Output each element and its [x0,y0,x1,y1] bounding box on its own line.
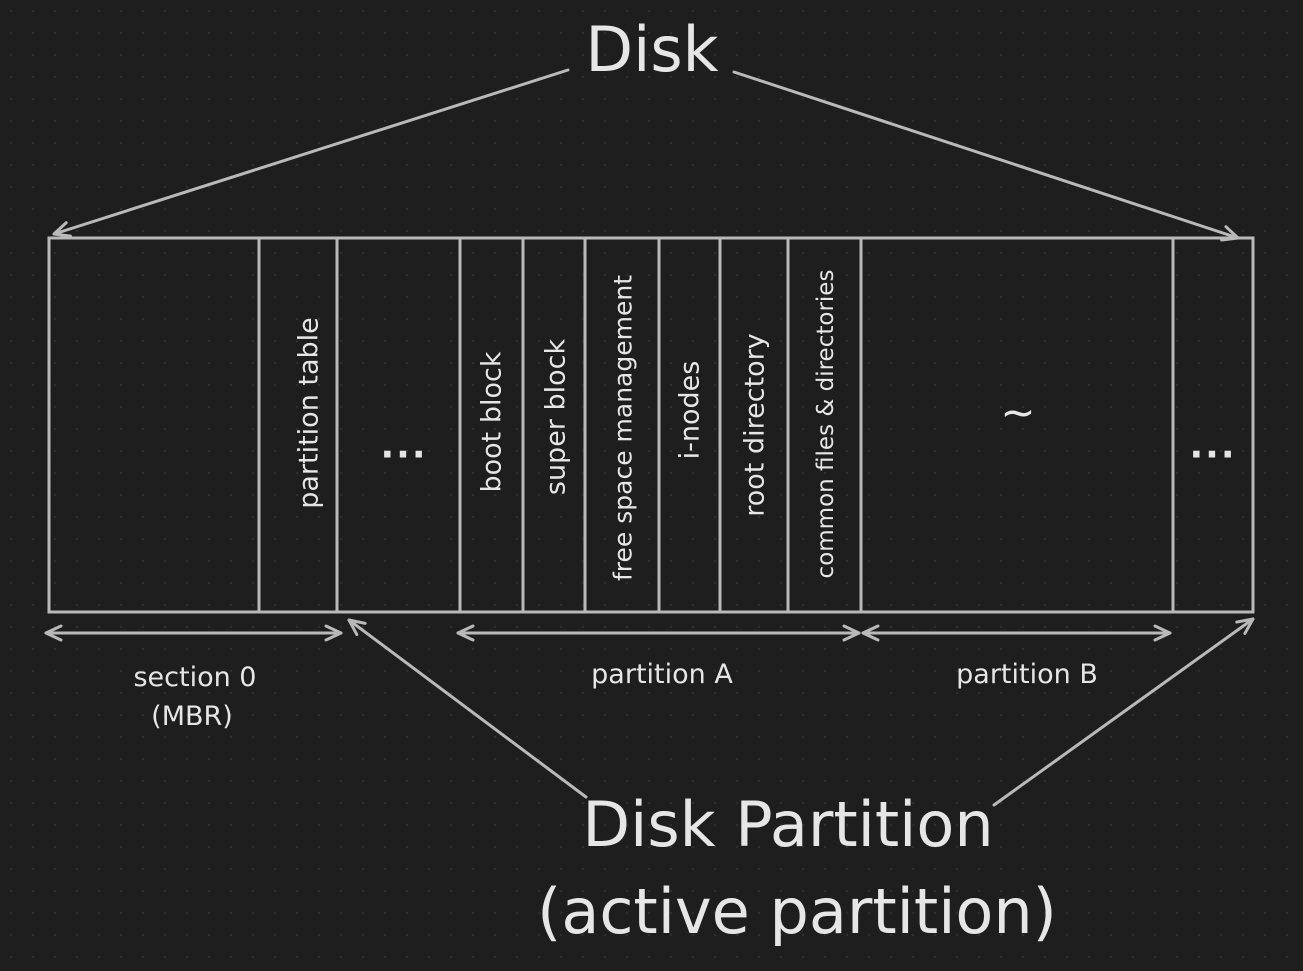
cell-free-space-management: free space management [609,275,638,581]
disk-partition-title: Disk Partition [582,788,993,861]
cell-common-files-directories: common files & directories [813,270,839,579]
disk-bar [47,236,1255,614]
section0-mbr-label: (MBR) [151,701,233,732]
active-partition-subtitle: (active partition) [537,875,1057,948]
partition-arrow-left [347,618,588,799]
cell-partition-b-tilde: ~ [1000,388,1035,437]
disk-arrow-right [732,70,1240,242]
cell-gap-ellipsis: ... [380,426,427,467]
partition-arrow-right [992,617,1255,807]
section0-label: section 0 [133,662,256,693]
cell-boot-block: boot block [477,351,508,492]
partition-a-label: partition A [591,659,733,690]
cell-super-block: super block [541,339,572,496]
cell-partition-table: partition table [294,317,325,509]
cell-dividers [257,238,1175,612]
disk-title: Disk [585,13,718,86]
cell-root-directory: root directory [740,333,771,517]
disk-arrow-left [52,68,570,238]
partition-b-label: partition B [956,659,1098,690]
cell-i-nodes: i-nodes [675,361,706,460]
cell-tail-ellipsis: ... [1189,426,1236,467]
